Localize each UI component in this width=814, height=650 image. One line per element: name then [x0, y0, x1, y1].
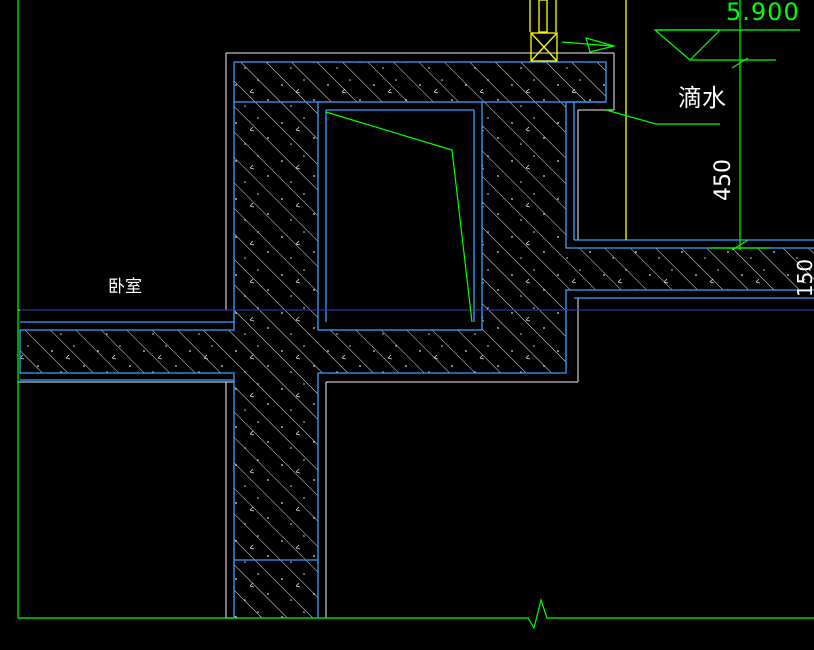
dimension-450: 450	[711, 159, 736, 201]
concrete-section	[20, 62, 814, 618]
elevation-label: 5.900	[726, 0, 800, 26]
room-label: 卧室	[108, 277, 142, 297]
drip-label: 滴水	[678, 84, 726, 112]
annotations	[17, 0, 814, 630]
wall-outlines	[19, 61, 814, 619]
dimension-150: 150	[793, 259, 814, 297]
window-frame	[529, 0, 627, 240]
